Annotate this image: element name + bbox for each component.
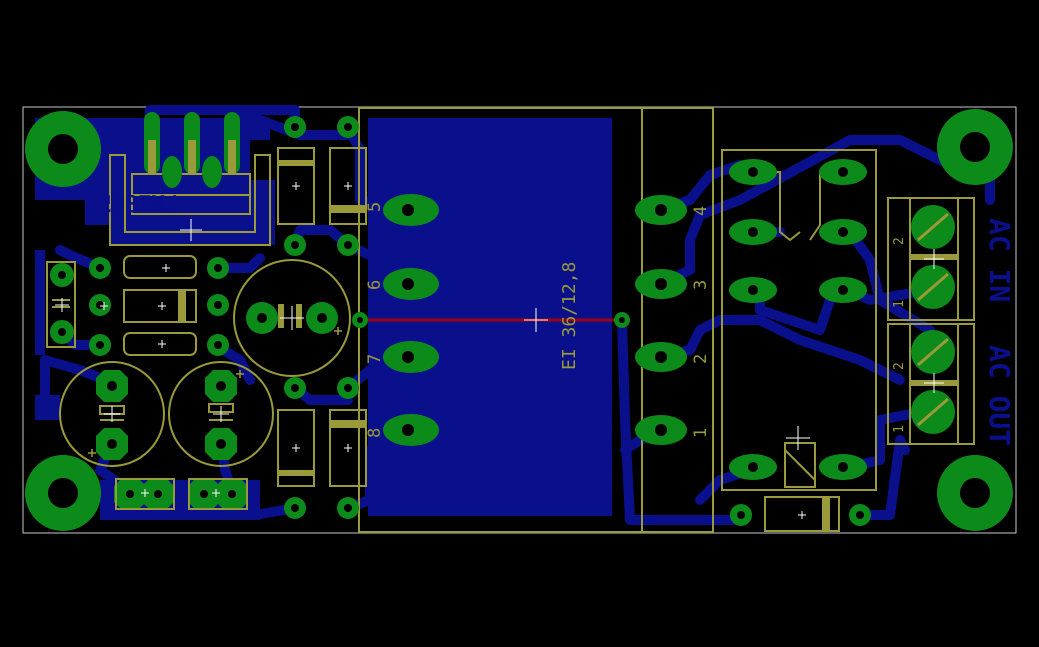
cathode-marks xyxy=(178,160,830,531)
output-label: AC OUT xyxy=(983,345,1016,446)
diode-d1-outline xyxy=(123,289,197,323)
input-label: AC IN xyxy=(983,218,1016,302)
resistor-r2-outline xyxy=(123,332,197,356)
pin-label-6: 6 xyxy=(365,280,385,290)
relay-pads xyxy=(729,159,867,480)
transformer-pin-labels-left: 5 6 7 8 xyxy=(365,202,385,438)
terminal-block-1-outline xyxy=(887,197,975,321)
cap-c2-outline xyxy=(168,361,274,467)
svg-text:1: 1 xyxy=(892,425,907,433)
pin-label-3: 3 xyxy=(691,280,711,290)
pin-label-1: 1 xyxy=(691,428,711,438)
diode-d4-outline xyxy=(277,409,315,487)
mounting-holes xyxy=(25,109,1013,531)
origin-crosshairs xyxy=(55,219,944,450)
diode-d2-outline xyxy=(277,147,315,225)
svg-text:2: 2 xyxy=(892,237,907,245)
cap-c1-outline xyxy=(59,361,165,467)
pin-label-2: 2 xyxy=(691,354,711,364)
regulator-outline xyxy=(109,154,271,246)
resistor-r1-outline xyxy=(123,255,197,279)
pin-label-7: 7 xyxy=(365,354,385,364)
diode-d3-outline xyxy=(329,147,367,225)
left-copper-pour xyxy=(35,250,45,355)
diode-d6-outline xyxy=(764,496,840,532)
relay-outline xyxy=(721,149,877,491)
regulator-label: LM7805 xyxy=(99,193,178,218)
svg-text:1: 1 xyxy=(892,300,907,308)
pin-label-5: 5 xyxy=(365,202,385,212)
pin-label-4: 4 xyxy=(691,206,711,216)
transformer-label: EI 36/12,8 xyxy=(559,262,580,370)
diode-d5-outline xyxy=(329,409,367,487)
drill-holes xyxy=(58,123,864,519)
bottom-left-pour xyxy=(35,395,60,420)
terminal-labels: 2 1 2 1 xyxy=(892,237,907,433)
cap-c3-outline xyxy=(233,259,351,377)
pin-label-8: 8 xyxy=(365,428,385,438)
terminal-block-2-outline xyxy=(887,323,975,445)
cap-small-outline xyxy=(46,261,76,348)
svg-text:2: 2 xyxy=(892,362,907,370)
transformer-pin-labels-right: 4 3 2 1 xyxy=(691,206,711,438)
transformer-copper-pour xyxy=(368,118,612,516)
